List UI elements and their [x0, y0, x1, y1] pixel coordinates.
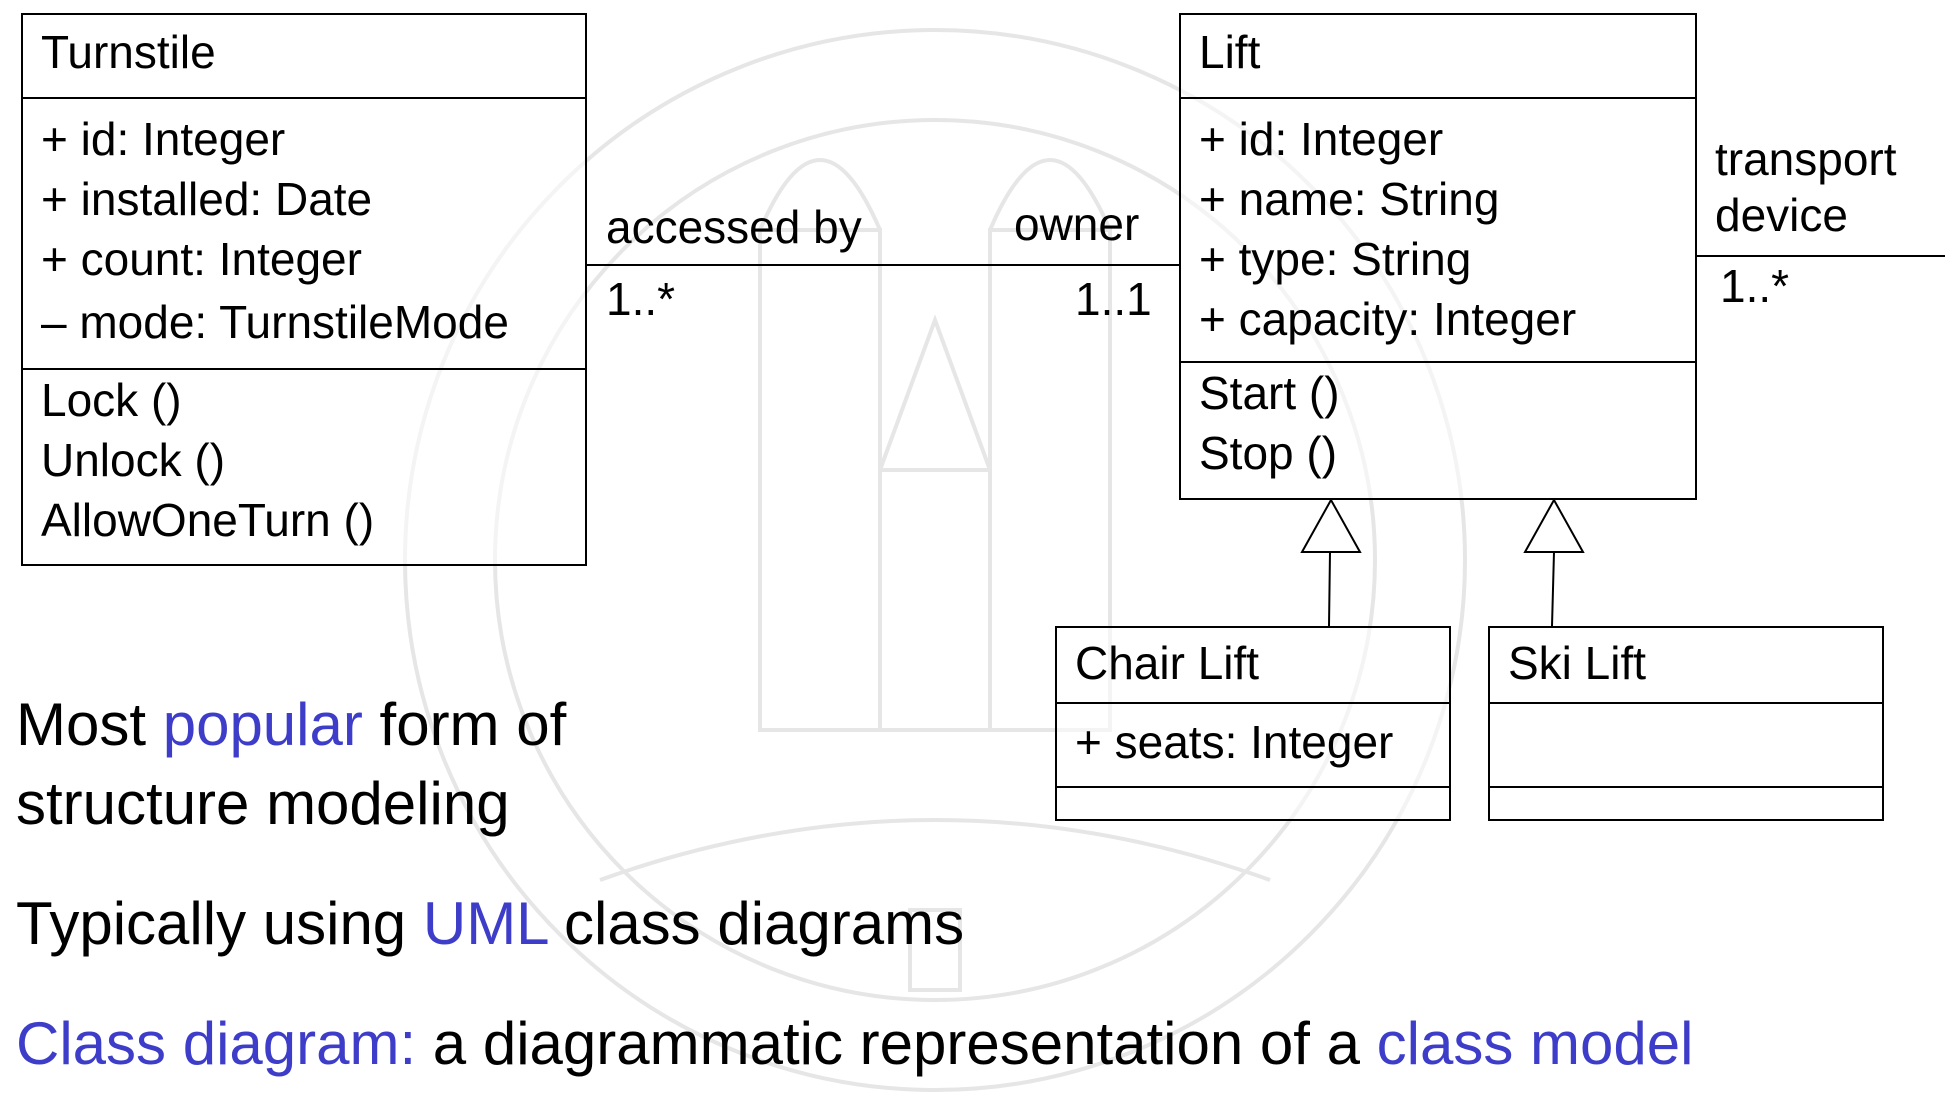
highlight-popular: popular [162, 691, 363, 758]
generalization-chairlift-line [1328, 551, 1331, 627]
class-name: Turnstile [23, 15, 585, 99]
operations-compartment: Lock () Unlock () AllowOneTurn () [23, 370, 585, 550]
role-transport: transport [1715, 133, 1897, 185]
multiplicity-turnstile: 1..* [606, 273, 676, 325]
attribute: + seats: Integer [1075, 716, 1394, 768]
highlight-class-diagram: Class diagram: [16, 1010, 417, 1077]
attributes-compartment: + id: Integer + name: String + type: Str… [1181, 99, 1695, 363]
multiplicity-transport: 1..* [1720, 260, 1790, 312]
generalization-arrowhead-skilift [1523, 497, 1585, 553]
class-turnstile: Turnstile + id: Integer + installed: Dat… [21, 13, 587, 566]
operation: Start () [1199, 367, 1340, 419]
class-name: Ski Lift [1490, 628, 1882, 704]
class-name: Lift [1181, 15, 1695, 99]
bullet-uml-class-diagrams: Typically using UML class diagrams [16, 890, 965, 957]
attributes-compartment: + id: Integer + installed: Date + count:… [23, 99, 585, 370]
role-owner: owner [1014, 198, 1140, 250]
attribute: + id: Integer [41, 113, 286, 165]
attribute: + id: Integer [1199, 113, 1444, 165]
operation: Lock () [41, 374, 182, 426]
operation: Unlock () [41, 434, 226, 486]
role-accessed-by: accessed by [606, 201, 862, 253]
highlight-uml: UML [422, 890, 548, 957]
role-device: device [1715, 189, 1848, 241]
attribute: + capacity: Integer [1199, 293, 1577, 345]
class-lift: Lift + id: Integer + name: String + type… [1179, 13, 1697, 500]
bullet-class-diagram-definition: Class diagram: a diagrammatic representa… [16, 1010, 1694, 1077]
bullet-popular-form: Most popular form of [16, 691, 567, 758]
highlight-class-model: class model [1376, 1010, 1694, 1077]
operation: Stop () [1199, 427, 1338, 479]
bullet-structure-modeling: structure modeling [16, 770, 510, 837]
class-name: Chair Lift [1057, 628, 1449, 704]
class-chair-lift: Chair Lift + seats: Integer [1055, 626, 1451, 821]
class-ski-lift: Ski Lift [1488, 626, 1884, 821]
attribute: + installed: Date [41, 173, 373, 225]
operations-compartment: Start () Stop () [1181, 363, 1695, 483]
attributes-compartment [1490, 704, 1882, 788]
attribute: + count: Integer [41, 233, 362, 285]
attributes-compartment: + seats: Integer [1057, 704, 1449, 788]
multiplicity-lift: 1..1 [1075, 273, 1152, 325]
operation: AllowOneTurn () [41, 494, 375, 546]
attribute: + name: String [1199, 173, 1500, 225]
attribute: – mode: TurnstileMode [41, 296, 509, 348]
attribute: + type: String [1199, 233, 1472, 285]
generalization-skilift-line [1551, 551, 1555, 627]
generalization-arrowhead-chairlift [1300, 497, 1362, 553]
